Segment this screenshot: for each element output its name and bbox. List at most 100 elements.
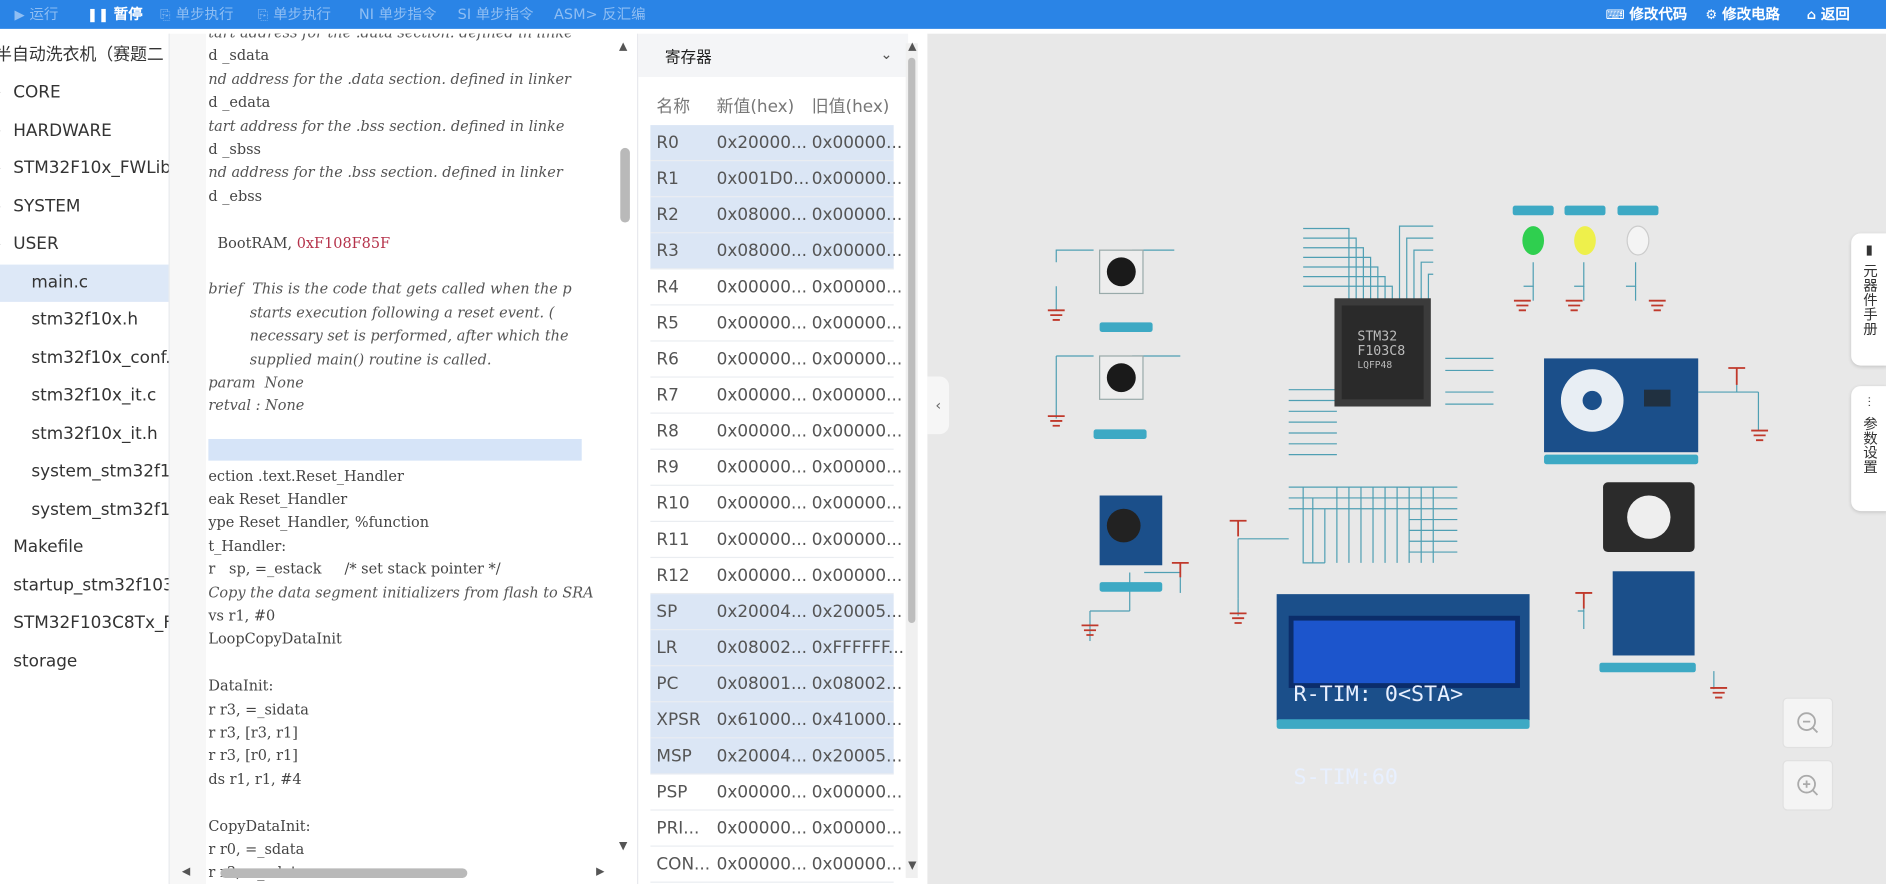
parameter-settings-label: 参数设置	[1861, 416, 1879, 474]
chip-label-3: LQFP48	[1357, 359, 1393, 371]
zoom-out-icon	[1797, 712, 1819, 734]
edit-circuit-button[interactable]: ⚙修改电路	[1705, 0, 1780, 29]
tree-item-label: Makefile	[13, 537, 84, 557]
led-yellow	[1564, 205, 1606, 255]
zoom-out-button[interactable]	[1782, 697, 1834, 749]
register-new: 0x00000...	[716, 277, 808, 298]
chevron-down-icon[interactable]: ⌄	[880, 45, 893, 63]
tree-folder[interactable]: ›USER	[0, 226, 169, 263]
register-new: 0x00000...	[716, 494, 808, 514]
code-line: necessary set is performed, after which …	[208, 325, 569, 348]
code-text: ection .text.Reset_Handler	[208, 467, 404, 485]
code-text: ds r1, r1, #4	[208, 770, 302, 788]
register-new: 0x08002...	[716, 638, 808, 658]
scroll-up-icon[interactable]: ▲	[619, 40, 628, 53]
registers-vertical-scrollbar[interactable]	[908, 57, 916, 623]
parameter-settings-tab[interactable]: ⫶ 参数设置	[1851, 386, 1886, 512]
circuit-canvas[interactable]: ‹	[927, 33, 1886, 884]
code-text: supplied main() routine is called.	[208, 350, 492, 368]
tree-file[interactable]: STM32F103C8Tx_FLA	[0, 605, 168, 642]
tree-item-label: system_stm32f10x	[31, 499, 168, 519]
code-text: Copy the data segment initializers from …	[208, 584, 594, 601]
tree-file[interactable]: main.c	[0, 263, 169, 302]
edit-code-button[interactable]: ⌨修改代码	[1605, 0, 1687, 29]
code-editor[interactable]: tart address for the .data section. defi…	[169, 33, 639, 884]
register-new: 0x00000...	[716, 566, 808, 586]
tree-item-label: system_stm32f10x	[31, 461, 168, 482]
buzzer-module	[1099, 495, 1163, 592]
code-line: r r3, =_sidata	[208, 698, 308, 721]
register-name: R0	[656, 133, 679, 153]
register-new: 0x001D0...	[716, 169, 810, 189]
lcd-line-1: R-TIM: 0<STA>	[1293, 681, 1464, 708]
run-button[interactable]: ▶运行	[14, 0, 58, 29]
tree-folder[interactable]: ›HARDWARE	[0, 112, 169, 149]
scroll-down-icon[interactable]: ▼	[619, 840, 628, 853]
register-name: R2	[656, 205, 679, 225]
register-name: SP	[656, 602, 678, 622]
component-manual-tab[interactable]: ▮ 元器件手册	[1851, 233, 1886, 366]
code-line: param None	[208, 372, 304, 395]
step-exec-button[interactable]: ⎘单步执行	[160, 0, 233, 29]
tree-item-label: USER	[13, 234, 59, 254]
scroll-down-icon[interactable]: ▼	[908, 859, 917, 872]
tree-file[interactable]: system_stm32f10x	[0, 453, 168, 490]
register-name: R9	[656, 458, 679, 478]
tree-file[interactable]: Makefile	[0, 529, 169, 566]
code-line: starts execution following a reset event…	[208, 302, 555, 325]
code-line: Copy the data segment initializers from …	[208, 582, 593, 605]
register-row: PRI...0x00000...0x00000...	[650, 811, 902, 847]
code-hex-literal: 0xF108F85F	[296, 234, 391, 251]
editor-vertical-scrollbar[interactable]	[620, 147, 630, 223]
back-button[interactable]: ⌂返回	[1807, 0, 1850, 29]
register-new: 0x00000...	[716, 530, 808, 550]
register-name: R3	[656, 241, 679, 261]
ni-step-label: NI 单步指令	[358, 6, 437, 23]
collapse-panel-button[interactable]: ‹	[927, 376, 950, 435]
code-text: r r3, [r3, r1]	[208, 724, 298, 741]
tree-file[interactable]: stm32f10x_it.c	[0, 378, 169, 415]
register-old: 0x00000...	[811, 313, 903, 334]
registers-column-header: 名称	[656, 97, 691, 117]
registers-header[interactable]: 寄存器 ⌄	[638, 33, 909, 77]
component-manual-label: 元器件手册	[1861, 263, 1879, 336]
push-button-stop	[1093, 355, 1147, 439]
play-icon: ▶	[14, 7, 25, 23]
code-text: nd address for the .data section. define…	[208, 70, 571, 88]
register-new: 0x00000...	[716, 782, 808, 803]
tree-folder[interactable]: ›STM32F10x_FWLib	[0, 150, 169, 187]
project-title[interactable]: 半自动洗衣机（赛题二）	[0, 37, 164, 74]
scroll-up-icon[interactable]: ▲	[908, 40, 917, 53]
tree-folder[interactable]: ›SYSTEM	[0, 188, 169, 225]
tree-file[interactable]: startup_stm32f103xl	[0, 567, 168, 604]
register-old: 0x00000...	[811, 458, 903, 478]
tree-file[interactable]: storage	[0, 643, 169, 680]
tree-file[interactable]: system_stm32f10x	[0, 491, 168, 528]
register-old: 0x00000...	[811, 349, 903, 370]
chip-label-1: STM32	[1357, 328, 1398, 344]
tree-file[interactable]: stm32f10x_conf.h	[0, 340, 168, 377]
tree-file[interactable]: stm32f10x.h	[0, 302, 169, 339]
code-text: starts execution following a reset event…	[208, 304, 555, 321]
code-line: tart address for the .data section. defi…	[208, 34, 572, 45]
tree-item-label: STM32F10x_FWLib	[13, 158, 169, 178]
si-step-button[interactable]: SI 单步指令	[458, 0, 534, 29]
scroll-right-icon[interactable]: ▶	[596, 865, 605, 878]
register-name: CON...	[656, 855, 711, 875]
step-exec-button-2[interactable]: ⎘单步执行	[258, 0, 331, 29]
zoom-in-button[interactable]	[1782, 760, 1834, 811]
register-name: R5	[656, 313, 679, 334]
tree-folder[interactable]: ›CORE	[0, 75, 169, 112]
ni-step-button[interactable]: NI 单步指令	[359, 0, 436, 29]
register-old: 0x00000...	[811, 782, 903, 803]
editor-horizontal-scrollbar[interactable]	[220, 868, 468, 878]
tree-file[interactable]: stm32f10x_it.h	[0, 416, 169, 453]
disassemble-button[interactable]: ASM> 反汇编	[554, 0, 646, 29]
pause-button[interactable]: ❚❚暂停	[87, 0, 143, 29]
code-line: t_Handler:	[208, 535, 286, 558]
stm32-chip	[1334, 298, 1431, 407]
scroll-left-icon[interactable]: ◀	[181, 865, 191, 878]
